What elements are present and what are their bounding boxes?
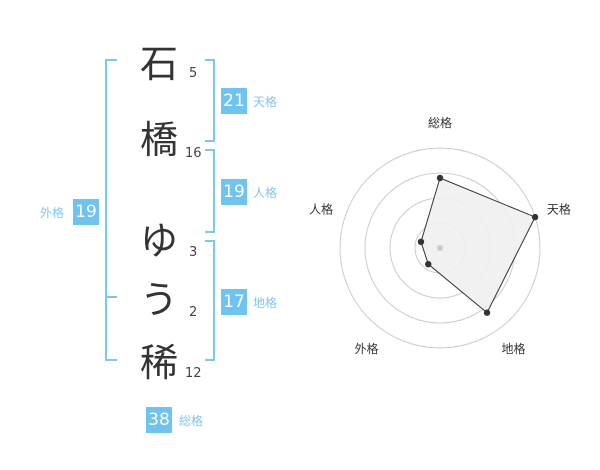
radar-axis-label-5: 人格 xyxy=(309,201,333,216)
radar-axis-label-3: 地格 xyxy=(501,341,525,356)
soukaku-score: 38 xyxy=(146,407,172,433)
chikaku-score: 17 xyxy=(221,289,247,315)
name-char-1: 石 xyxy=(139,42,178,86)
radar-point-2 xyxy=(531,213,539,221)
radar-point-1 xyxy=(436,174,444,182)
tenkaku-label: 天格 xyxy=(253,95,278,109)
jinkaku-bracket xyxy=(205,149,215,233)
radar-axis-label-2: 天格 xyxy=(547,201,571,216)
name-char-5: 稀 xyxy=(139,341,178,385)
radar-point-3 xyxy=(483,309,491,316)
gaikaku-label: 外格 xyxy=(40,206,65,220)
radar-ring xyxy=(414,222,466,274)
stroke-count-5: 12 xyxy=(185,366,202,381)
radar-axis-label-1: 総格 xyxy=(428,115,452,130)
stroke-count-1: 5 xyxy=(189,66,198,81)
stroke-count-2: 16 xyxy=(185,146,202,161)
radar-point-4 xyxy=(425,260,432,268)
jinkaku-score: 19 xyxy=(221,179,247,205)
gaikaku-bracket-mid-tick xyxy=(105,296,117,298)
chikaku-label: 地格 xyxy=(253,296,278,310)
radar-axis-label-4: 外格 xyxy=(355,341,379,356)
name-char-4: う xyxy=(139,278,178,322)
stroke-count-4: 2 xyxy=(189,305,198,320)
radar-ring xyxy=(389,197,491,299)
radar-grid xyxy=(339,147,541,349)
radar-data-area xyxy=(420,177,536,314)
radar-center-dot xyxy=(437,245,443,251)
gaikaku-bracket xyxy=(105,59,117,361)
chikaku-bracket xyxy=(205,240,215,361)
radar-ring xyxy=(364,172,516,324)
jinkaku-label: 人格 xyxy=(253,186,278,200)
tenkaku-score: 21 xyxy=(221,88,247,114)
radar-ring xyxy=(339,147,541,349)
tenkaku-bracket xyxy=(205,59,215,142)
radar-point-5 xyxy=(417,238,425,246)
name-char-3: ゆ xyxy=(139,219,178,263)
stroke-count-3: 3 xyxy=(189,245,198,260)
name-char-2: 橋 xyxy=(139,118,178,162)
radar-data-points xyxy=(417,174,539,316)
gaikaku-score: 19 xyxy=(73,199,99,225)
soukaku-label: 総格 xyxy=(179,414,204,428)
